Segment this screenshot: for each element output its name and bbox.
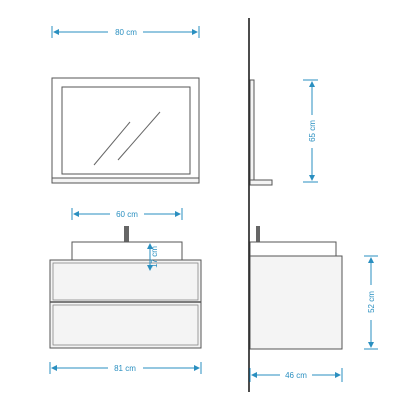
drawer-bottom xyxy=(52,304,199,346)
mirror-shelf xyxy=(51,177,200,184)
basin-width-dimension: 60 cm xyxy=(71,208,183,220)
mirror-width-label: 80 cm xyxy=(115,28,137,37)
basin-height-dimension: 17 cm xyxy=(147,243,159,271)
basin xyxy=(71,241,183,261)
mirror-reflection-line xyxy=(117,111,161,161)
cabinet-front-view xyxy=(49,226,202,349)
side-view xyxy=(248,18,343,392)
mirror-glass xyxy=(61,86,191,175)
cabinet-body xyxy=(49,259,202,349)
cabinet-width-label: 81 cm xyxy=(114,364,136,373)
tap-side xyxy=(256,226,260,242)
mirror-frame xyxy=(51,77,200,183)
basin-width-label: 60 cm xyxy=(116,210,138,219)
basin-side xyxy=(249,241,337,257)
mirror-side-profile xyxy=(249,79,255,183)
mirror-front-view xyxy=(51,77,200,184)
mirror-shelf-side xyxy=(249,179,273,186)
cabinet-side xyxy=(249,255,343,350)
mirror-reflection-line xyxy=(93,121,131,166)
cabinet-height-dimension: 52 cm xyxy=(364,255,378,350)
basin-height-label: 17 cm xyxy=(150,246,159,268)
cabinet-width-dimension: 81 cm xyxy=(49,362,202,374)
mirror-width-dimension: 80 cm xyxy=(51,26,200,38)
mirror-height-label: 65 cm xyxy=(308,120,317,142)
cabinet-height-label: 52 cm xyxy=(367,291,376,313)
mirror-height-dimension: 65 cm xyxy=(303,79,318,183)
cabinet-depth-dimension: 46 cm xyxy=(249,368,343,382)
cabinet-depth-label: 46 cm xyxy=(285,371,307,380)
tap xyxy=(124,226,129,242)
drawer-top xyxy=(52,262,199,301)
